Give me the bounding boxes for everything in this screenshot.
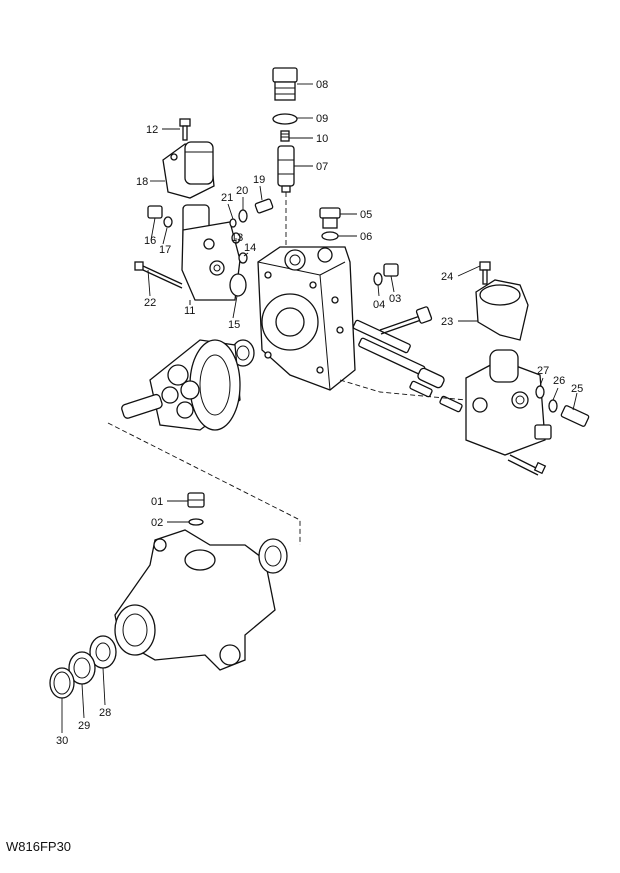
assembly-line-1	[107, 422, 301, 545]
valve-block-right[interactable]	[465, 349, 546, 456]
plug-05[interactable]	[319, 207, 341, 229]
callout-15: 15	[228, 319, 240, 331]
leader-lines	[61, 83, 578, 733]
plug-25[interactable]	[560, 405, 590, 427]
oring-04[interactable]	[373, 272, 383, 286]
callout-18: 18	[136, 176, 148, 188]
callout-06: 06	[360, 231, 372, 243]
callout-09: 09	[316, 113, 328, 125]
plug-01[interactable]	[187, 492, 205, 508]
callout-07: 07	[316, 161, 328, 173]
motor-casing[interactable]	[114, 529, 276, 671]
callout-19: 19	[253, 174, 265, 186]
spool-pair[interactable]	[352, 319, 463, 413]
oring-06[interactable]	[321, 231, 339, 241]
callout-17: 17	[159, 244, 171, 256]
valve-housing[interactable]	[257, 246, 356, 391]
oring-26[interactable]	[548, 399, 558, 413]
oring-21[interactable]	[229, 218, 237, 228]
callout-16: 16	[144, 235, 156, 247]
snap-ring-30[interactable]	[49, 667, 75, 699]
bolt-24[interactable]	[479, 261, 491, 285]
callout-10: 10	[316, 133, 328, 145]
callout-29: 29	[78, 720, 90, 732]
spool-07[interactable]	[277, 145, 295, 193]
callout-13: 13	[231, 232, 243, 244]
plug-16[interactable]	[147, 205, 163, 219]
callout-08: 08	[316, 79, 328, 91]
callout-25: 25	[571, 383, 583, 395]
nut-03[interactable]	[383, 263, 399, 277]
spring-10[interactable]	[280, 130, 290, 142]
gasket-15[interactable]	[229, 273, 247, 297]
plug-19[interactable]	[254, 198, 274, 214]
oring-20[interactable]	[238, 209, 248, 223]
callout-03: 03	[389, 293, 401, 305]
oring-27[interactable]	[535, 385, 545, 399]
plug-08[interactable]	[272, 67, 298, 101]
callout-02: 02	[151, 517, 163, 529]
bearing-28[interactable]	[89, 635, 117, 669]
nut-right[interactable]	[534, 424, 552, 440]
callout-11: 11	[184, 305, 195, 317]
callout-05: 05	[360, 209, 372, 221]
callout-04: 04	[373, 299, 385, 311]
callout-30: 30	[56, 735, 68, 747]
solenoid-18[interactable]	[162, 141, 215, 199]
callout-23: 23	[441, 316, 453, 328]
callout-21: 21	[221, 192, 233, 204]
oring-02[interactable]	[188, 518, 204, 526]
bolt-22[interactable]	[134, 261, 183, 289]
callout-14: 14	[244, 242, 256, 254]
callout-24: 24	[441, 271, 453, 283]
assembly-line-2	[339, 379, 467, 401]
callout-20: 20	[236, 185, 248, 197]
bolt-12[interactable]	[179, 118, 191, 141]
rotor-assembly[interactable]	[121, 339, 241, 431]
bolt-long[interactable]	[379, 306, 433, 335]
callout-12: 12	[146, 124, 158, 136]
seal-upper[interactable]	[258, 538, 288, 574]
callout-28: 28	[99, 707, 111, 719]
oring-09[interactable]	[272, 113, 298, 125]
callout-labels: 08 09 10 07 12 18 21 20 19 05 06 13 14 1…	[56, 79, 583, 747]
callout-22: 22	[144, 297, 156, 309]
oring-17[interactable]	[163, 216, 173, 228]
diagram-code: W816FP30	[6, 839, 71, 854]
callout-26: 26	[553, 375, 565, 387]
cover-23[interactable]	[475, 279, 529, 341]
bolt-right[interactable]	[507, 454, 547, 476]
valve-block-11[interactable]	[181, 204, 241, 305]
callout-27: 27	[537, 365, 549, 377]
callout-01: 01	[151, 496, 163, 508]
